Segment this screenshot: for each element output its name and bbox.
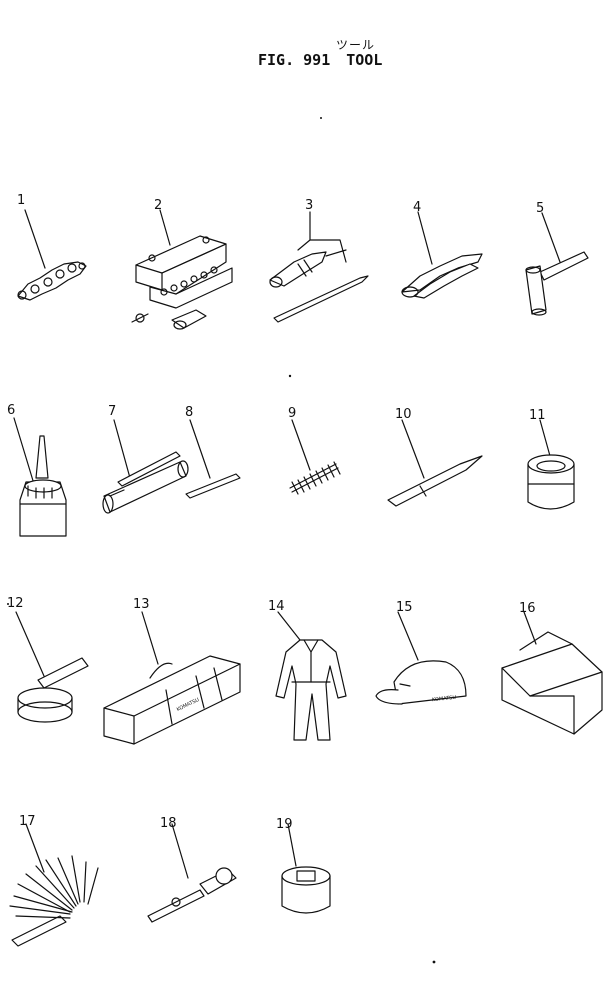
callout-19: 19	[276, 817, 293, 832]
screwdriver-illustration	[269, 211, 369, 323]
callout-11: 11	[529, 408, 546, 423]
oil-can-illustration	[13, 417, 67, 537]
tool-bag-illustration	[103, 611, 241, 745]
hammer-illustration	[525, 212, 589, 316]
callout-4: 4	[413, 200, 422, 215]
callout-3: 3	[305, 198, 314, 213]
box-illustration	[501, 611, 603, 735]
nozzle-rod-illustration	[185, 419, 241, 499]
spring-illustration	[289, 419, 341, 495]
scan-specks	[7, 117, 436, 964]
callout-7: 7	[108, 404, 117, 419]
callout-2: 2	[154, 198, 163, 213]
callout-16: 16	[519, 601, 536, 616]
chisel-illustration	[387, 419, 483, 507]
grease-gun-illustration	[102, 419, 189, 514]
figure-title: FIG. 991 TOOL	[258, 51, 398, 69]
callout-17: 17	[19, 814, 36, 829]
pliers-illustration	[401, 211, 483, 299]
callout-13: 13	[133, 597, 150, 612]
filter-wrench-illustration	[15, 611, 89, 723]
figure-title-japanese: ツール	[336, 38, 376, 52]
callout-10: 10	[395, 407, 412, 422]
socket-set-illustration	[131, 209, 233, 330]
callout-18: 18	[160, 816, 177, 831]
callout-6: 6	[7, 403, 16, 418]
callout-12: 12	[7, 596, 24, 611]
extension-bar-illustration	[147, 823, 237, 923]
wrench-set-illustration	[17, 209, 87, 301]
callout-15: 15	[396, 600, 413, 615]
callout-5: 5	[536, 201, 545, 216]
feeler-gauge-illustration	[9, 823, 99, 947]
figure-number: FIG. 991	[258, 51, 331, 69]
square-socket-illustration	[281, 823, 331, 914]
callout-9: 9	[288, 406, 297, 421]
callout-8: 8	[185, 405, 194, 420]
coverall-illustration	[275, 611, 347, 741]
cap-illustration	[375, 611, 467, 705]
figure-title-text: TOOL	[346, 51, 383, 69]
socket-illustration	[527, 419, 575, 510]
callout-14: 14	[268, 599, 285, 614]
callout-1: 1	[17, 193, 26, 208]
